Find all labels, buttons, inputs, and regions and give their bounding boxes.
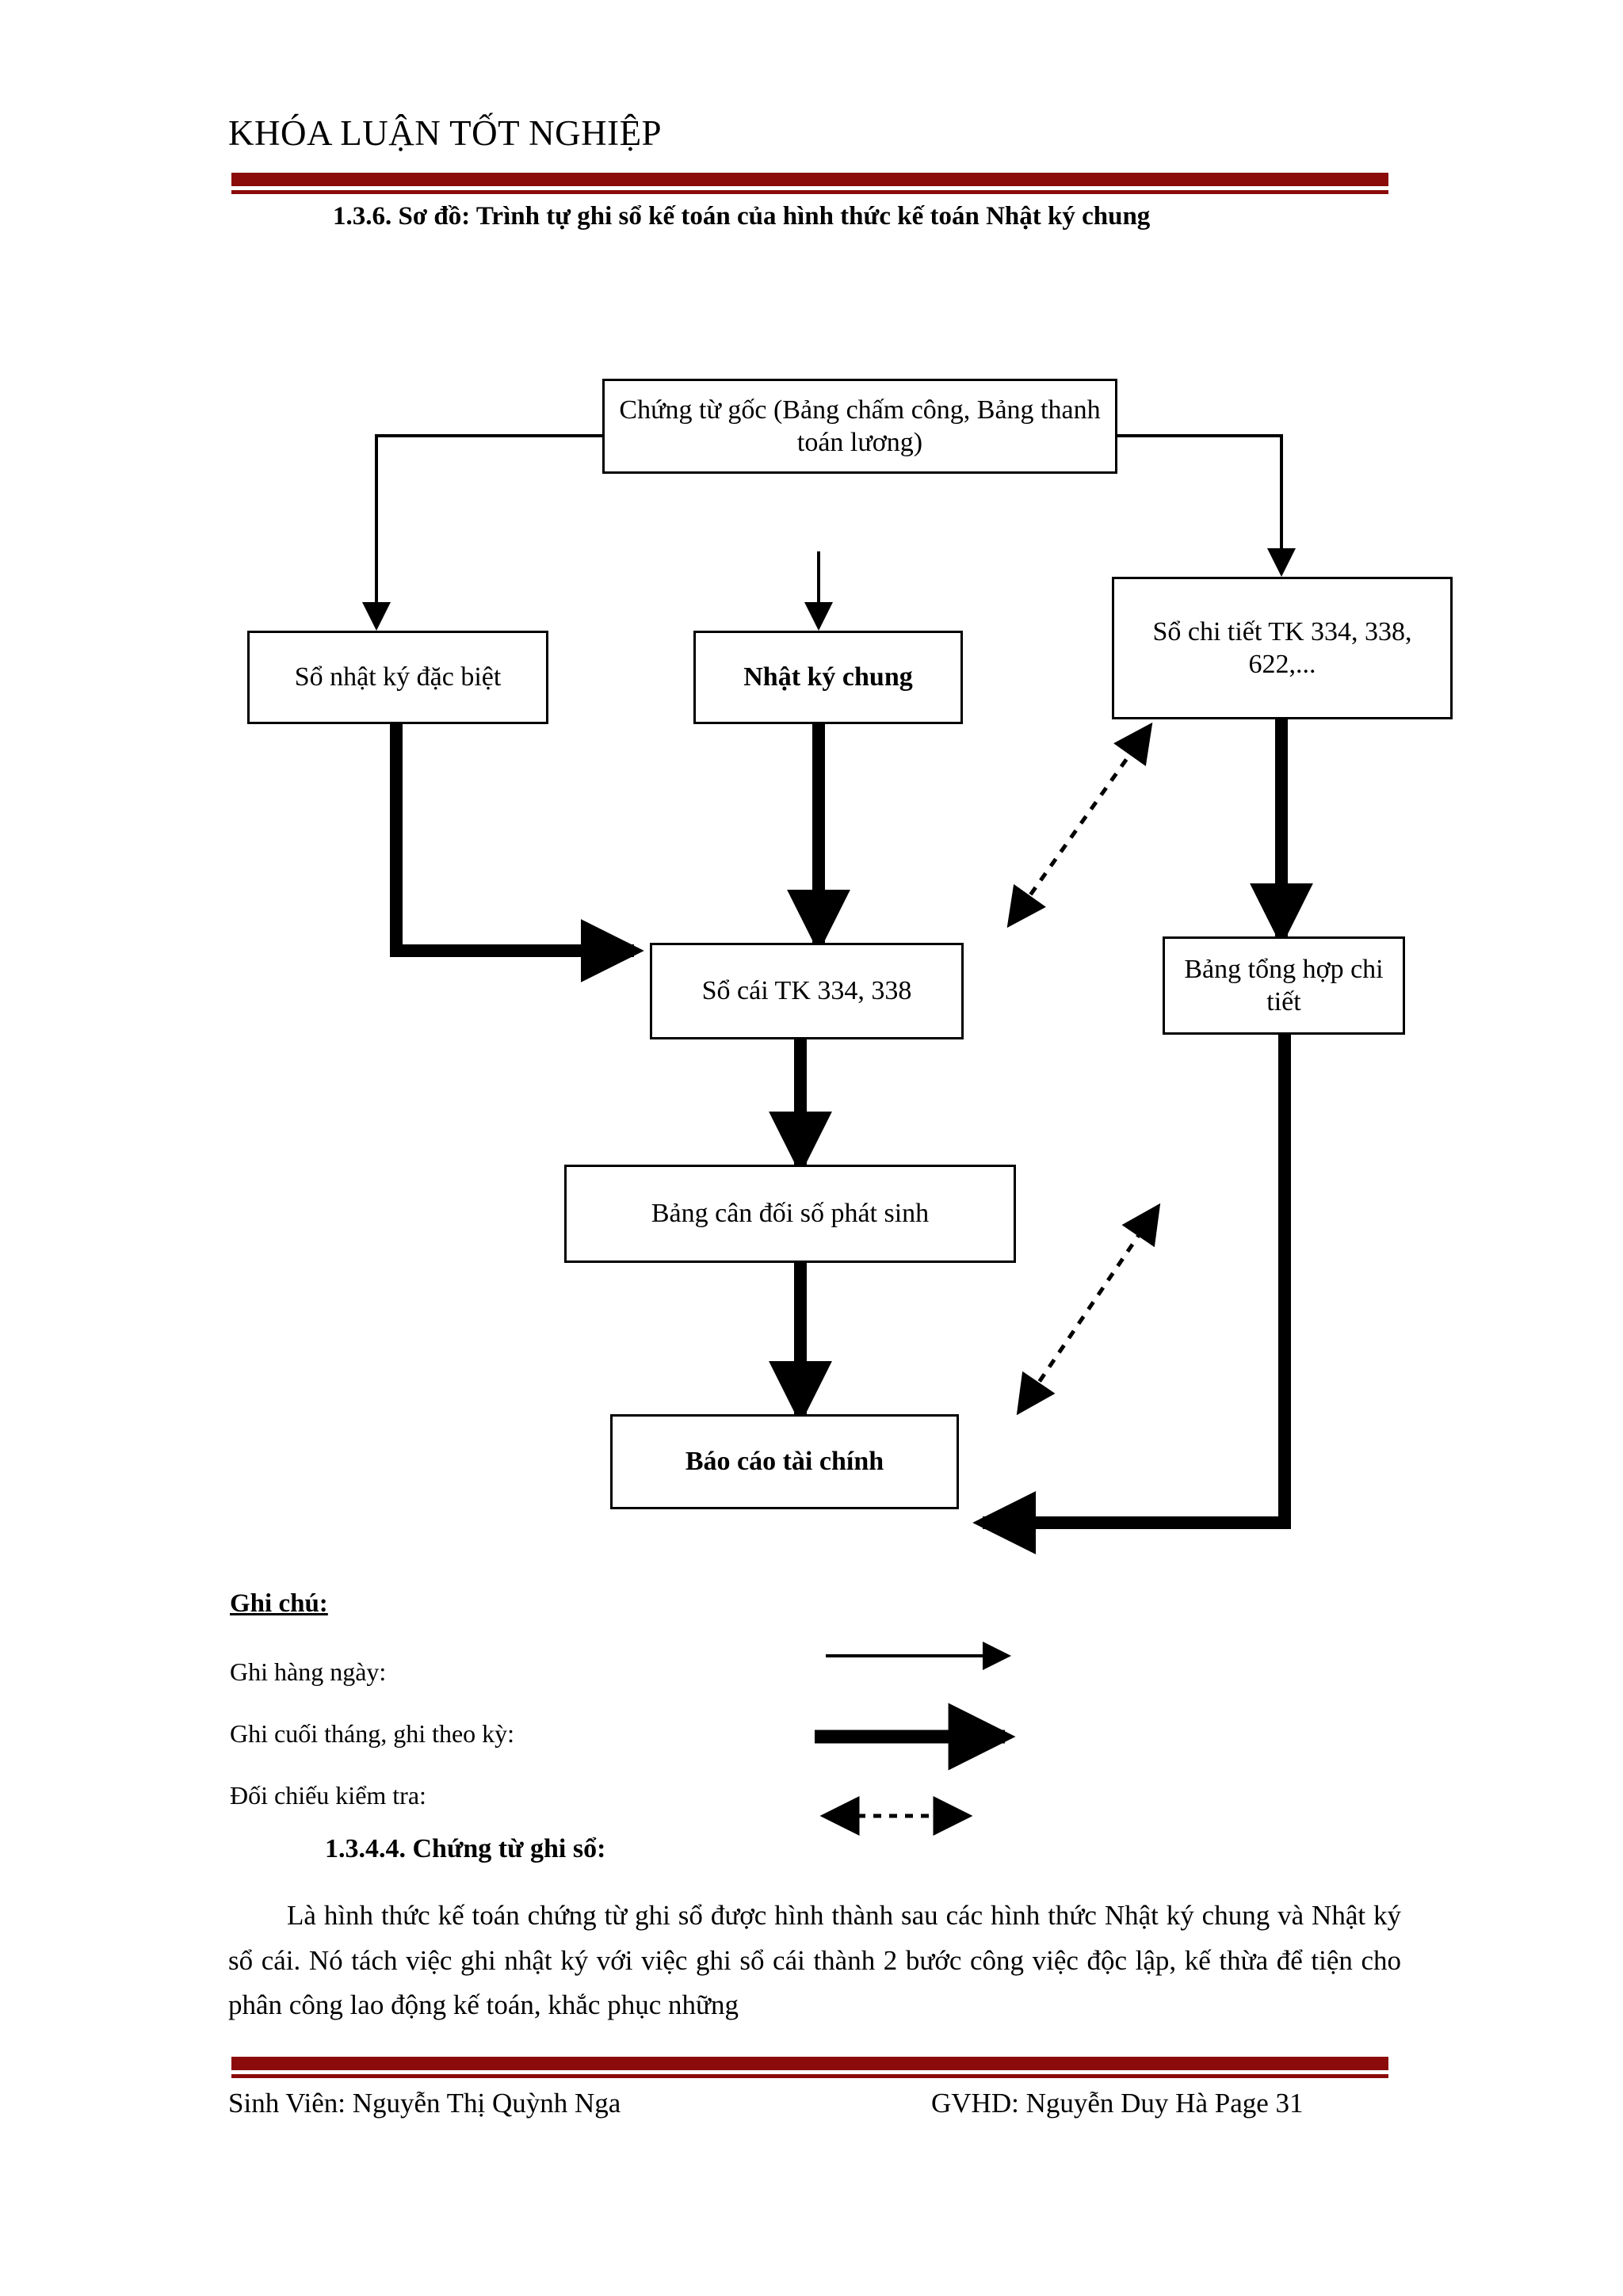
edge-socai-sochitiet-check: [1006, 722, 1153, 929]
flowchart-connectors: [362, 434, 1313, 1554]
edge-chungtu-to-sonhatky: [362, 434, 602, 631]
node-so-cai: Sổ cái TK 334, 338: [650, 943, 964, 1039]
legend-label-check: Đối chiếu kiểm tra:: [230, 1781, 426, 1810]
legend-label-monthly: Ghi cuối tháng, ghi theo kỳ:: [230, 1719, 515, 1748]
node-so-chi-tiet: Sổ chi tiết TK 334, 338, 622,...: [1112, 577, 1453, 719]
edge-sonhatky-to-socai: [390, 723, 644, 982]
legend-art-group: [815, 1642, 1016, 1836]
footer-student-name: Sinh Viên: Nguyễn Thị Quỳnh Nga: [228, 2088, 621, 2119]
sub-heading: 1.3.4.4. Chứng từ ghi sổ:: [325, 1834, 606, 1863]
footer-rule-thin: [231, 2074, 1388, 2078]
body-paragraph: Là hình thức kế toán chứng từ ghi sổ đượ…: [228, 1900, 1401, 2021]
section-heading: 1.3.6. Sơ đồ: Trình tự ghi sổ kế toán củ…: [333, 202, 1151, 231]
edge-bangcandoi-bangtonghop-check: [1016, 1203, 1161, 1416]
node-bang-tong-hop-chi-tiet: Bảng tổng hợp chi tiết: [1163, 936, 1405, 1035]
flowchart: Chứng từ gốc (Bảng chấm công, Bảng thanh…: [0, 341, 1623, 1577]
footer-rule-thick: [231, 2057, 1388, 2070]
footer-advisor-and-page: GVHD: Nguyễn Duy Hà Page 31: [931, 2088, 1304, 2119]
page-title: KHÓA LUẬN TỐT NGHIỆP: [228, 113, 663, 153]
node-nhat-ky-chung: Nhật ký chung: [693, 631, 963, 724]
node-chung-tu-goc: Chứng từ gốc (Bảng chấm công, Bảng thanh…: [602, 379, 1117, 474]
edge-chungtu-to-sochitiet: [1117, 434, 1296, 577]
node-so-nhat-ky-dac-biet: Sổ nhật ký đặc biệt: [247, 631, 548, 724]
legend-title: Ghi chú:: [230, 1589, 328, 1618]
node-bao-cao-tai-chinh: Báo cáo tài chính: [610, 1414, 959, 1509]
header-rule-thick: [231, 173, 1388, 186]
edge-bangtonghop-to-baocao: [972, 1034, 1291, 1554]
node-bang-can-doi: Bảng cân đối số phát sinh: [564, 1165, 1016, 1263]
legend-label-daily: Ghi hàng ngày:: [230, 1657, 387, 1686]
header-rule-thin: [231, 190, 1388, 194]
